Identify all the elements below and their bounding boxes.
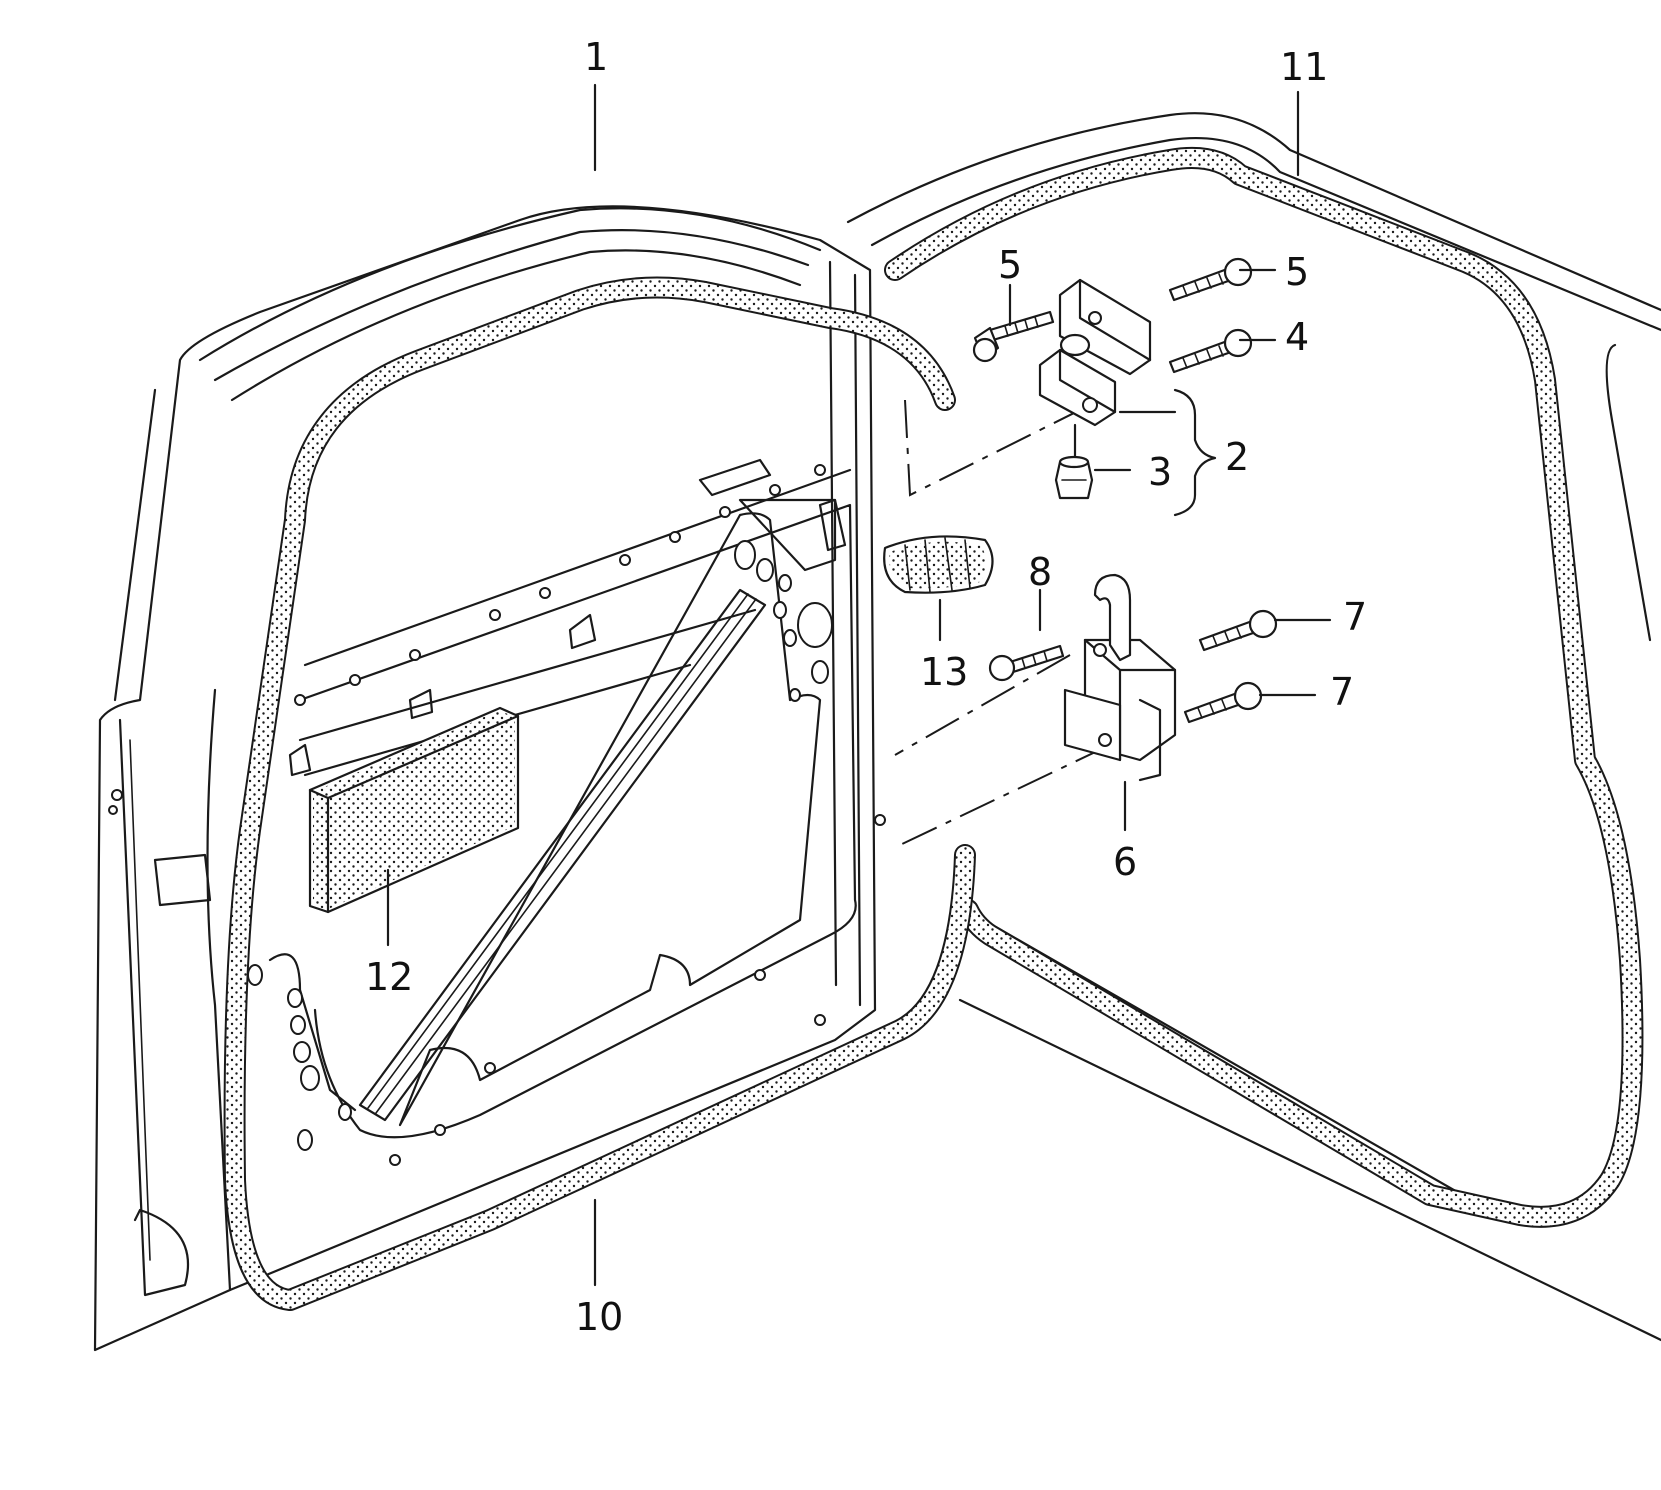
bolt-7-upper <box>1198 609 1278 652</box>
callout-7-upper: 7 <box>1343 595 1367 639</box>
callout-1: 1 <box>584 35 608 79</box>
door-panel-holes <box>247 464 886 1166</box>
insulation-pad <box>308 706 520 914</box>
bolt-5-right <box>1168 257 1253 302</box>
callout-6: 6 <box>1113 840 1137 884</box>
side-impact-bar <box>358 588 767 1122</box>
callout-12: 12 <box>365 955 413 999</box>
door-perimeter-seal <box>223 276 976 1311</box>
body-door-opening <box>846 112 1661 1342</box>
callout-3: 3 <box>1148 450 1172 494</box>
bolt-8 <box>988 644 1065 682</box>
bolt-7-lower <box>1183 681 1263 724</box>
callout-5-right: 5 <box>1285 250 1309 294</box>
door-inner-panel <box>268 458 857 1139</box>
door-buffer <box>883 535 994 594</box>
bolt-5-left <box>972 310 1055 363</box>
body-door-seal <box>884 146 1644 1228</box>
callout-8: 8 <box>1028 550 1052 594</box>
assembly-dashed-lines <box>894 399 1111 846</box>
callout-labels: 1 11 5 5 4 2 3 8 7 7 13 6 12 10 <box>365 35 1367 1339</box>
callout-7-lower: 7 <box>1330 670 1354 714</box>
callout-2: 2 <box>1225 435 1249 479</box>
callout-10: 10 <box>575 1295 623 1339</box>
leader-lines <box>386 83 1332 1287</box>
bolt-4 <box>1168 328 1253 374</box>
callout-13: 13 <box>920 650 968 694</box>
upper-hinge <box>1038 278 1152 462</box>
door-shell-outer <box>93 205 877 1352</box>
lower-hinge <box>1063 573 1177 832</box>
callout-11: 11 <box>1280 45 1328 89</box>
callout-4: 4 <box>1285 315 1309 359</box>
callout-5-left: 5 <box>998 243 1022 287</box>
hinge-pin-3 <box>1054 455 1094 500</box>
